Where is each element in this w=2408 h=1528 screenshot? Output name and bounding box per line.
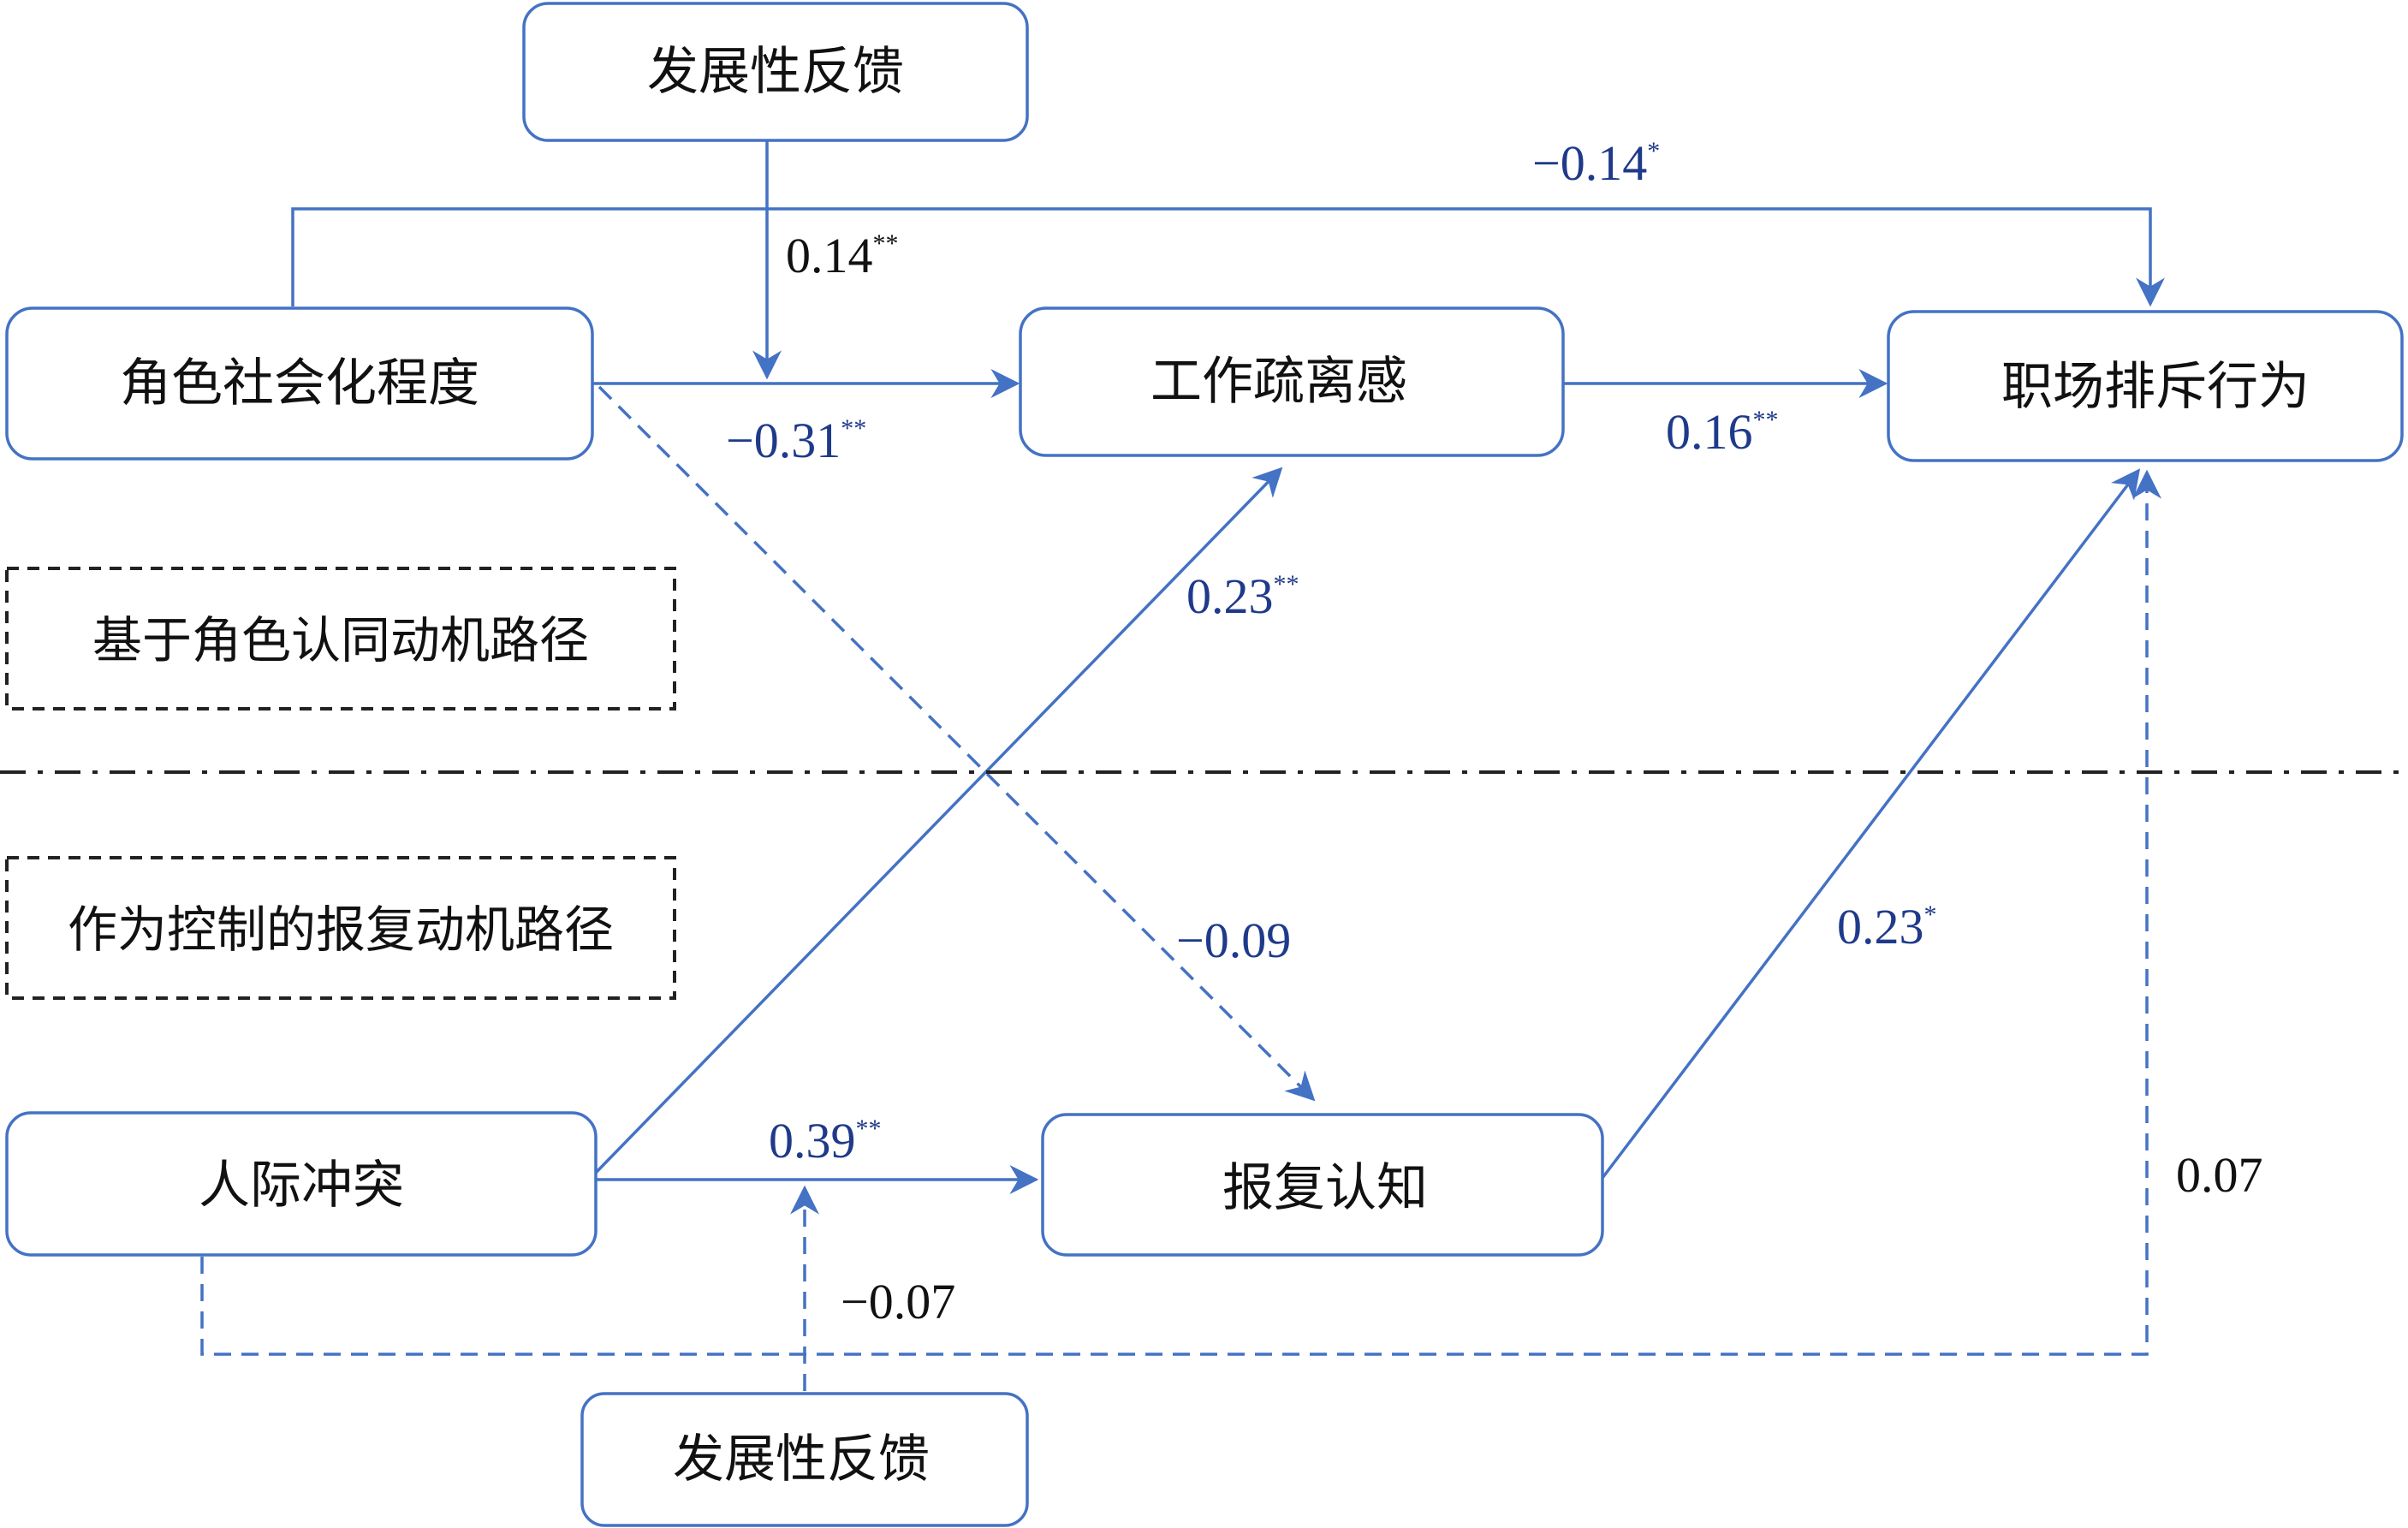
legend-identity-path: 基于角色认同动机路径 (5, 567, 676, 710)
path-socialization-to-revenge (598, 385, 1316, 1102)
node-label: 角色社会化程度 (120, 354, 479, 413)
node-label: 人际冲突 (199, 1156, 404, 1216)
coef-feedback-moderation-top: 0.14** (786, 228, 899, 283)
node-workplace-ostracism: 职场排斥行为 (1887, 310, 2404, 462)
node-feedback-bottom: 发展性反馈 (580, 1392, 1029, 1527)
node-label: 工作疏离感 (1150, 352, 1407, 412)
path-conflict-to-alienation (592, 467, 1283, 1176)
legend-label: 作为控制的报复动机路径 (68, 901, 614, 959)
path-socialization-to-ostracism (291, 207, 2165, 307)
node-label: 报复认知 (1222, 1158, 1428, 1218)
node-interpersonal-conflict: 人际冲突 (5, 1111, 598, 1257)
coef-feedback-moderation-bottom: −0.07 (841, 1274, 955, 1329)
legend-revenge-path: 作为控制的报复动机路径 (5, 856, 676, 1000)
coef-revenge-to-ostracism: 0.23* (1837, 899, 1937, 954)
path-conflict-to-ostracism (200, 469, 2161, 1356)
node-work-alienation: 工作疏离感 (1019, 306, 1565, 457)
path-revenge-to-ostracism (1601, 468, 2141, 1180)
node-role-socialization: 角色社会化程度 (5, 306, 594, 461)
coef-conflict-to-alienation: 0.23** (1186, 568, 1299, 624)
coef-socialization-to-ostracism: −0.14* (1532, 135, 1660, 191)
node-label: 发展性反馈 (673, 1430, 930, 1489)
coef-alienation-to-ostracism: 0.16** (1666, 404, 1779, 460)
coef-socialization-to-revenge: −0.09 (1176, 913, 1291, 968)
node-feedback-top: 发展性反馈 (522, 2, 1029, 142)
node-revenge-cognition: 报复认知 (1041, 1113, 1604, 1257)
coef-socialization-to-alienation: −0.31** (726, 413, 866, 468)
node-label: 发展性反馈 (647, 42, 904, 102)
coef-conflict-to-revenge: 0.39** (769, 1113, 882, 1168)
legend-label: 基于角色认同动机路径 (92, 611, 589, 669)
node-label: 职场排斥行为 (2001, 357, 2310, 417)
coef-conflict-to-ostracism: 0.07 (2176, 1147, 2263, 1203)
